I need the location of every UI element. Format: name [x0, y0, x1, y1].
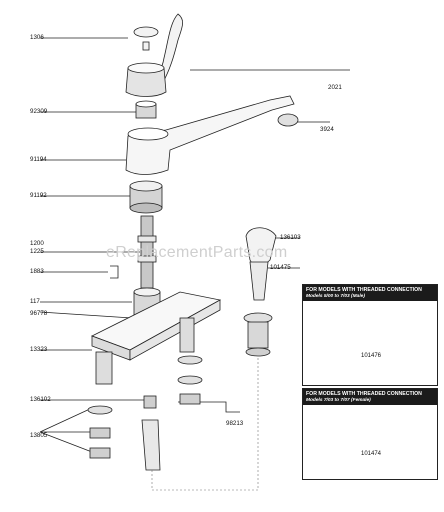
part-label-13805: 13805 — [30, 432, 48, 439]
part-label-136103: 136103 — [280, 234, 301, 241]
part-label-96778: 96778 — [30, 310, 48, 317]
part-label-101474: 101474 — [361, 451, 382, 457]
part-label-91192: 91192 — [30, 192, 47, 199]
female-connection-box: FOR MODELS WITH THREADED CONNECTION Mode… — [302, 388, 438, 480]
part-label-1883: 1883 — [30, 268, 44, 275]
washer-right-1 — [177, 355, 203, 365]
female-box-heading: FOR MODELS WITH THREADED CONNECTION — [303, 389, 437, 398]
hose-segment — [141, 419, 161, 471]
part-label-13323: 13323 — [30, 346, 48, 353]
part-label-91194: 91194 — [30, 156, 47, 163]
part-label-136102: 136102 — [30, 396, 51, 403]
part-label-1200: 1200 — [30, 240, 44, 247]
washer-left-1 — [87, 405, 113, 415]
handle-body — [125, 67, 167, 97]
male-connection-box: FOR MODELS WITH THREADED CONNECTION Mode… — [302, 284, 438, 386]
part-label-2021: 2021 — [328, 84, 342, 91]
part-label-98213: 98213 — [226, 420, 244, 427]
watermark: eReplacementParts.com — [106, 244, 288, 261]
leader-13805-c — [39, 431, 93, 453]
sprayer-guide-101475 — [243, 312, 273, 324]
hose-adapter-136102 — [143, 395, 157, 409]
shank-left — [95, 351, 113, 385]
part-label-1225: 1225 — [30, 248, 44, 255]
male-box-heading: FOR MODELS WITH THREADED CONNECTION — [303, 285, 437, 294]
leader-98213 — [178, 401, 240, 413]
part-label-101475: 101475 — [270, 264, 291, 271]
hose-dashed-path — [151, 356, 259, 491]
sprayer-handle — [249, 261, 269, 301]
female-box-subheading: Models 7/03 to 7/07 (Female) — [303, 398, 437, 405]
part-label-3924: 3924 — [320, 126, 334, 133]
clip-1883 — [110, 265, 119, 279]
part-label-92309: 92309 — [30, 108, 48, 115]
part-label-101476: 101476 — [361, 353, 382, 359]
nut-left-1 — [89, 427, 111, 439]
spout-91194 — [125, 95, 295, 175]
part-label-117: 117 — [30, 298, 40, 305]
cap-1306 — [133, 26, 159, 38]
shank-right — [179, 317, 195, 353]
nut-right — [179, 393, 201, 405]
leader-13805-a — [39, 407, 93, 433]
male-box-subheading: Models 5/00 to 7/03 (Male) — [303, 294, 437, 301]
part-label-1306: 1306 — [30, 34, 44, 41]
washer-right-2 — [177, 375, 203, 385]
screw — [142, 41, 150, 51]
aerator-3924 — [277, 113, 299, 127]
nut-left-2 — [89, 447, 111, 459]
leader-96778 — [39, 311, 133, 319]
